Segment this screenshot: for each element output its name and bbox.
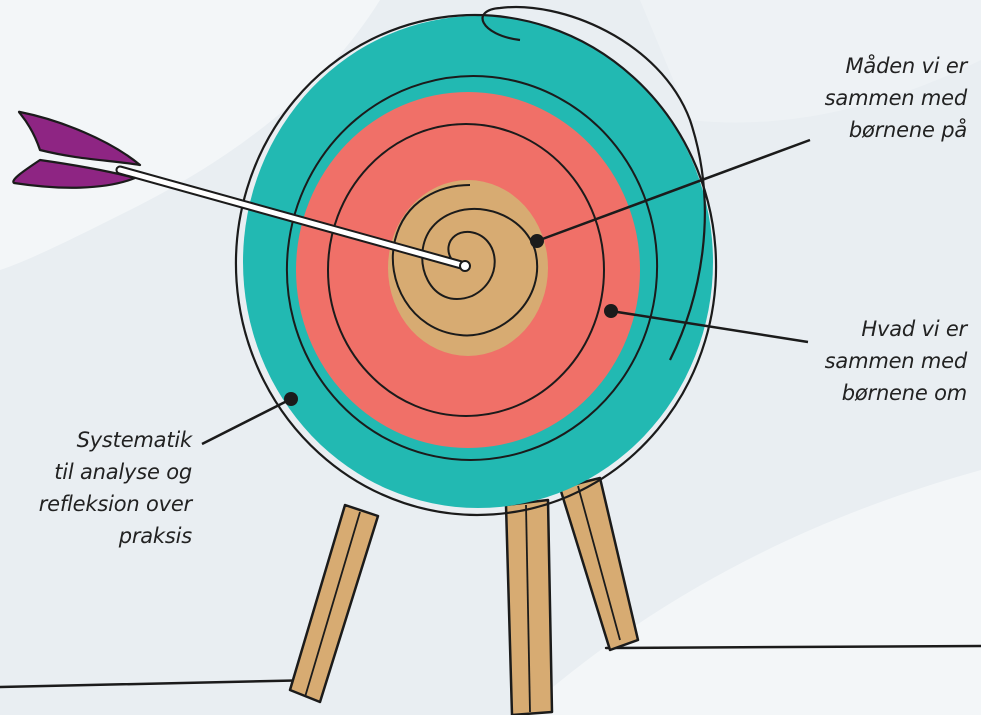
label-inner-ring: Måden vi er sammen med børnene på (770, 50, 968, 146)
label-line: Hvad vi er (861, 317, 967, 341)
stand-leg-back (558, 476, 640, 652)
leader-outer (201, 392, 298, 446)
target-middle-ring-sketch (285, 75, 659, 461)
leader-inner (530, 138, 811, 248)
target-outer-ring-sketch (234, 13, 718, 517)
label-line: til analyse og (54, 460, 192, 484)
label-line: Systematik (76, 428, 193, 452)
ground-line-left (0, 678, 320, 689)
ground-line-right (604, 644, 981, 650)
arrow-icon (12, 110, 471, 272)
label-line: Måden vi er (845, 54, 967, 78)
label-outer-ring: Systematik til analyse og refleksion ove… (0, 424, 193, 552)
label-line: børnene om (841, 381, 967, 405)
background-swoosh-top-right (640, 0, 981, 123)
leader-middle (604, 304, 809, 344)
label-middle-ring: Hvad vi er sammen med børnene om (770, 313, 968, 409)
arrow-fletching (12, 110, 142, 189)
label-line: sammen med (824, 86, 968, 110)
stand-leg-middle (504, 498, 554, 715)
label-line: praksis (118, 524, 193, 548)
label-line: børnene på (848, 118, 967, 142)
target-top-swirl (481, 5, 706, 361)
target-inner-ring-sketch (327, 123, 605, 417)
stand-leg-left (288, 503, 380, 704)
background-swoosh-right (520, 470, 981, 715)
easel-stand-icon (288, 476, 640, 715)
label-line: refleksion over (38, 492, 193, 516)
target-bullseye-spiral (391, 184, 538, 337)
background-swoosh (0, 0, 380, 270)
label-line: sammen med (824, 349, 968, 373)
